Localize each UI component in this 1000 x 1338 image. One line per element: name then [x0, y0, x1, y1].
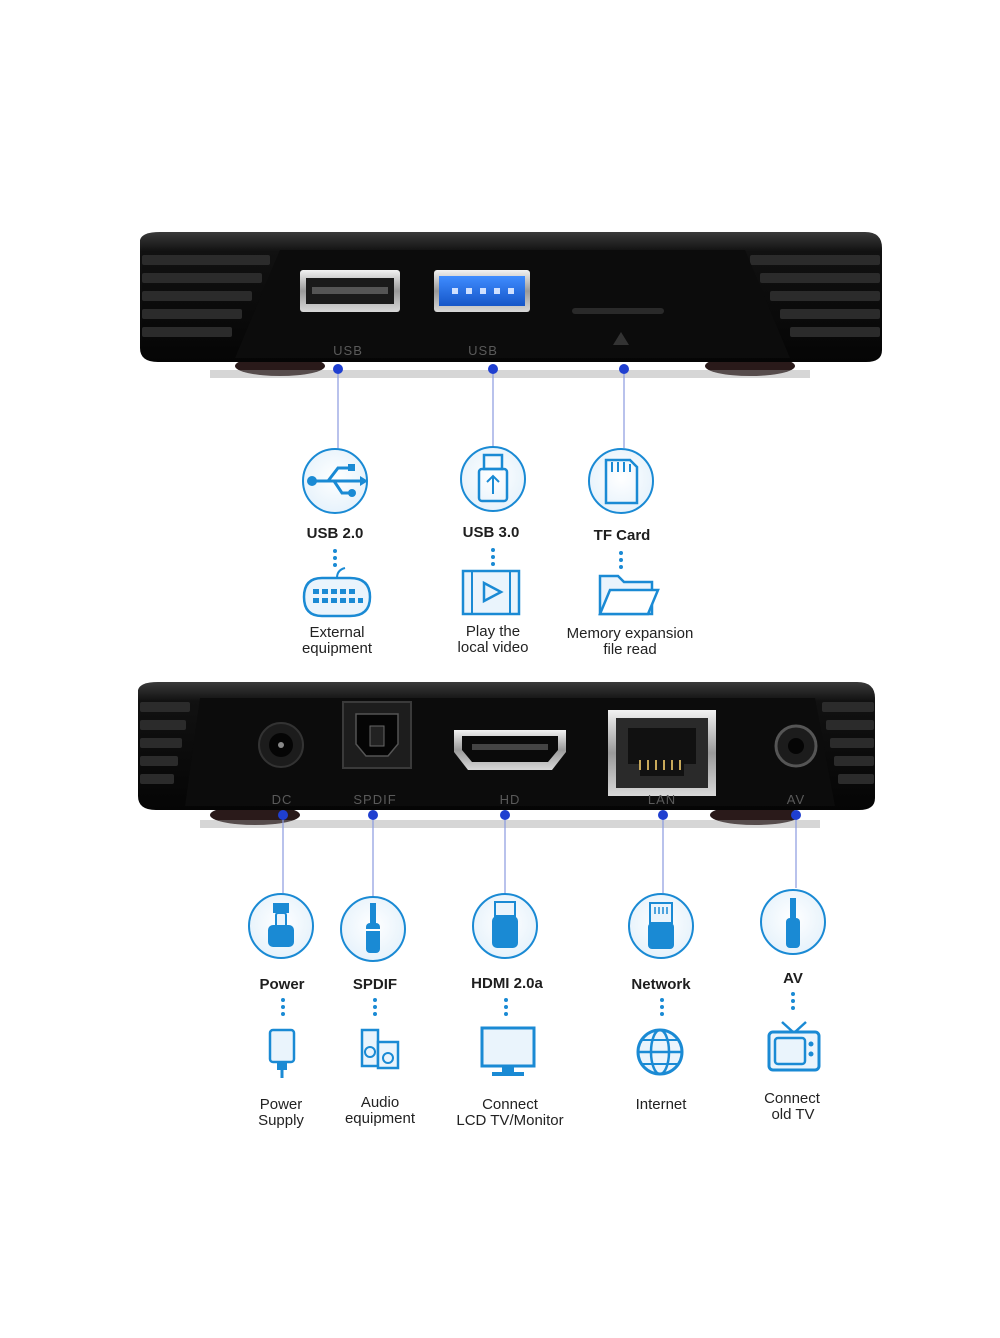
hdmi-use-line2: LCD TV/Monitor [456, 1112, 564, 1129]
retro-tv-icon [767, 1021, 821, 1072]
usb3-use-line2: local video [457, 639, 529, 656]
bottom-connector-dots [278, 810, 801, 820]
hdmi-use-line1: Connect [482, 1096, 538, 1113]
lan-port-print: LAN [647, 792, 677, 807]
av-use-line1: Connect [764, 1090, 820, 1107]
spdif-label: SPDIF [352, 976, 398, 993]
hd-port-print: HD [499, 792, 521, 807]
power-adapter-icon [268, 1028, 296, 1078]
av-jack-icon [760, 889, 826, 955]
network-label: Network [631, 976, 691, 993]
power-use-line2: Supply [258, 1112, 304, 1129]
tf-card-use-line2: file read [603, 641, 657, 658]
av-port [774, 724, 818, 768]
monitor-icon [480, 1026, 536, 1076]
usb3-port-print: USB [468, 343, 498, 358]
av-port-print: AV [786, 792, 806, 807]
usb2-use-line1: External [309, 624, 365, 641]
spdif-port-print: SPDIF [353, 792, 397, 807]
vent-grille-right [750, 255, 880, 337]
vent-grille-right-bottom [822, 702, 874, 784]
bottom-dotted-separators [281, 992, 795, 1016]
keyboard-icon [302, 567, 372, 618]
top-connector-dots [333, 364, 629, 374]
spdif-use-line2: equipment [344, 1110, 416, 1127]
device-bottom-side [138, 682, 875, 828]
usb2-port-print: USB [333, 343, 363, 358]
av-use-line2: old TV [771, 1106, 815, 1123]
globe-icon [636, 1028, 684, 1076]
dc-port-print: DC [271, 792, 293, 807]
speaker-icon [360, 1028, 400, 1070]
usb3-port [434, 270, 530, 312]
dc-port [258, 722, 304, 768]
sd-card-icon [588, 448, 654, 514]
tf-card-slot [572, 308, 664, 314]
folder-icon [598, 574, 660, 616]
spdif-use-line1: Audio [360, 1094, 400, 1111]
vent-grille-left-bottom [140, 702, 190, 784]
audio-jack-icon [340, 896, 406, 962]
usb2-port [300, 270, 400, 312]
av-label: AV [783, 970, 803, 987]
vent-grille-left [142, 255, 270, 337]
hdmi-label: HDMI 2.0a [471, 975, 543, 992]
bottom-connector-lines [282, 815, 797, 897]
device-top-side [140, 232, 882, 378]
tf-card-label: TF Card [593, 527, 651, 544]
spdif-port [342, 701, 412, 769]
usb3-label: USB 3.0 [462, 524, 520, 541]
lan-port [608, 710, 716, 796]
usb3-use-line1: Play the [465, 623, 521, 640]
top-dotted-separators [333, 548, 623, 569]
hdmi-cable-icon [472, 893, 538, 959]
usb-symbol-icon [302, 448, 368, 514]
power-use-line1: Power [259, 1096, 303, 1113]
usb2-label: USB 2.0 [306, 525, 364, 542]
usb-stick-icon [460, 446, 526, 512]
top-connector-lines [337, 369, 625, 448]
ethernet-cable-icon [628, 893, 694, 959]
tf-card-use-line1: Memory expansion [566, 625, 694, 642]
video-play-icon [461, 569, 521, 616]
network-use-line1: Internet [635, 1096, 687, 1113]
hdmi-port [454, 730, 566, 770]
power-label: Power [259, 976, 305, 993]
usb2-use-line2: equipment [301, 640, 373, 657]
power-plug-icon [248, 893, 314, 959]
